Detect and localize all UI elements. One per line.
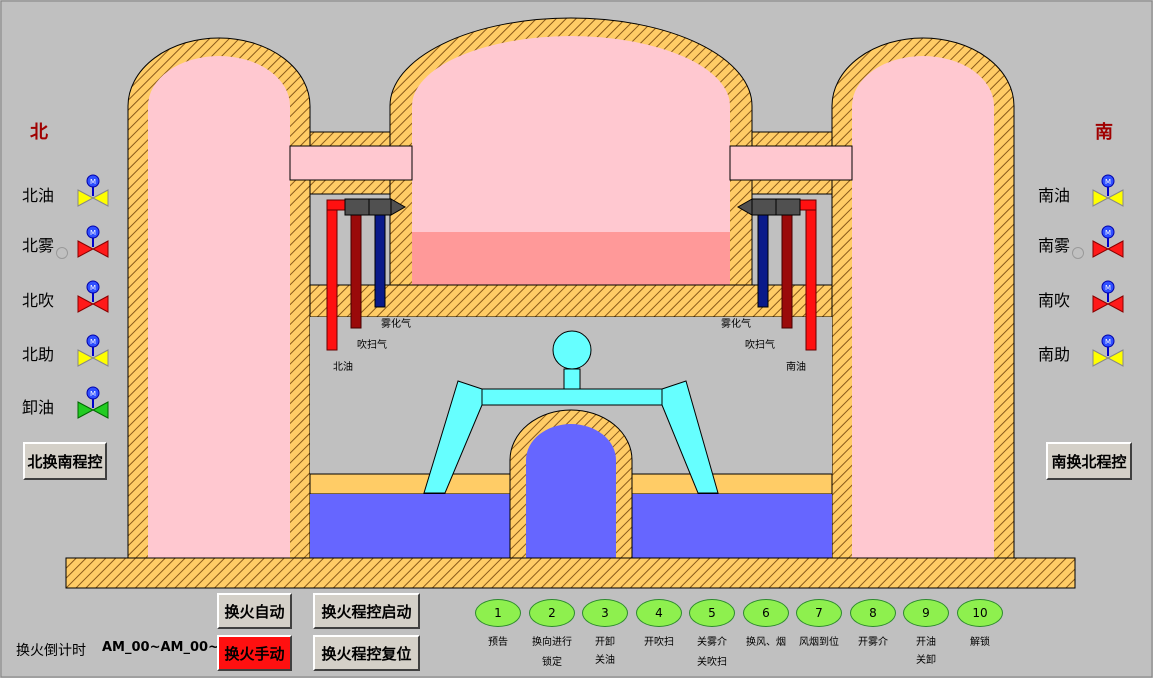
indicator-icon bbox=[1072, 247, 1084, 259]
glass-bath-right bbox=[632, 494, 832, 558]
right-regenerator-chamber bbox=[852, 56, 994, 558]
step-label-3-line2: 关油 bbox=[595, 655, 615, 666]
svg-text:M: M bbox=[1105, 229, 1111, 237]
tank-top bbox=[552, 330, 592, 370]
step-label-2-line2: 锁定 bbox=[542, 657, 562, 668]
manual-mode-button[interactable]: 换火手动 bbox=[217, 635, 292, 671]
svg-text:M: M bbox=[90, 338, 96, 346]
south-aux-valve-icon[interactable]: M bbox=[1091, 334, 1125, 370]
step-label-3: 开卸 bbox=[595, 637, 615, 648]
south-oil-valve-icon[interactable]: M bbox=[1091, 174, 1125, 210]
right-port bbox=[729, 145, 853, 181]
left-atomize-pipe-label: 雾化气 bbox=[381, 319, 411, 330]
svg-text:M: M bbox=[90, 229, 96, 237]
valve-label-north-atomize: 北雾 bbox=[22, 236, 55, 255]
left-purge-pipe-label: 吹扫气 bbox=[357, 340, 387, 351]
valve-label-north-oil: 北油 bbox=[22, 186, 55, 205]
indicator-icon bbox=[56, 247, 68, 259]
south-side-title: 南 bbox=[1095, 122, 1113, 143]
step-indicator-7[interactable]: 7 bbox=[796, 599, 842, 627]
countdown-value: AM_00~AM_00~256 bbox=[102, 640, 247, 655]
right-purge-pipe-label: 吹扫气 bbox=[745, 340, 775, 351]
countdown-label: 换火倒计时 bbox=[16, 643, 86, 659]
step-indicator-5[interactable]: 5 bbox=[689, 599, 735, 627]
left-port bbox=[289, 145, 413, 181]
north-to-south-button[interactable]: 北换南程控 bbox=[23, 442, 107, 480]
step-label-4: 开吹扫 bbox=[644, 637, 674, 648]
melter-chamber bbox=[412, 36, 730, 285]
svg-text:M: M bbox=[90, 284, 96, 292]
svg-text:M: M bbox=[1105, 338, 1111, 346]
step-label-7: 风烟到位 bbox=[799, 637, 839, 648]
step-label-6: 换风、烟 bbox=[746, 637, 786, 648]
program-reset-button[interactable]: 换火程控复位 bbox=[313, 635, 420, 671]
step-indicator-10[interactable]: 10 bbox=[957, 599, 1003, 627]
north-side-title: 北 bbox=[30, 122, 48, 143]
step-indicator-9[interactable]: 9 bbox=[903, 599, 949, 627]
step-label-9: 开油 bbox=[916, 637, 936, 648]
auto-mode-button[interactable]: 换火自动 bbox=[217, 593, 292, 629]
step-label-5-line2: 关吹扫 bbox=[697, 657, 727, 668]
step-label-8: 开雾介 bbox=[858, 637, 888, 648]
south-purge-valve-icon[interactable]: M bbox=[1091, 280, 1125, 316]
left-oil-pipe-label: 北油 bbox=[333, 362, 353, 373]
step-label-9-line2: 关卸 bbox=[916, 655, 936, 666]
step-indicator-3[interactable]: 3 bbox=[582, 599, 628, 627]
north-oil-valve-icon[interactable]: M bbox=[76, 174, 110, 210]
valve-label-south-purge: 南吹 bbox=[1038, 291, 1071, 310]
step-label-10: 解锁 bbox=[970, 637, 990, 648]
valve-label-north-aux: 北助 bbox=[22, 345, 55, 364]
north-atomize-valve-icon[interactable]: M bbox=[76, 225, 110, 261]
svg-text:M: M bbox=[1105, 178, 1111, 186]
step-indicator-4[interactable]: 4 bbox=[636, 599, 682, 627]
right-oil-pipe-label: 南油 bbox=[786, 362, 806, 373]
valve-label-south-atomize: 南雾 bbox=[1038, 236, 1071, 255]
north-purge-valve-icon[interactable]: M bbox=[76, 280, 110, 316]
glass-bath-left bbox=[310, 494, 510, 558]
base-foundation bbox=[65, 557, 1076, 589]
valve-label-south-oil: 南油 bbox=[1038, 186, 1071, 205]
step-indicator-1[interactable]: 1 bbox=[475, 599, 521, 627]
south-atomize-valve-icon[interactable]: M bbox=[1091, 225, 1125, 261]
step-indicator-6[interactable]: 6 bbox=[743, 599, 789, 627]
valve-label-unload-oil: 卸油 bbox=[22, 398, 55, 417]
step-label-1: 预告 bbox=[488, 637, 508, 648]
svg-text:M: M bbox=[90, 178, 96, 186]
south-to-north-button[interactable]: 南换北程控 bbox=[1046, 442, 1132, 480]
valve-label-north-purge: 北吹 bbox=[22, 291, 55, 310]
step-indicator-8[interactable]: 8 bbox=[850, 599, 896, 627]
right-atomize-pipe-label: 雾化气 bbox=[721, 319, 751, 330]
step-label-5: 关雾介 bbox=[697, 637, 727, 648]
program-start-button[interactable]: 换火程控启动 bbox=[313, 593, 420, 629]
left-regenerator-chamber bbox=[148, 56, 290, 558]
svg-text:M: M bbox=[90, 390, 96, 398]
svg-text:M: M bbox=[1105, 284, 1111, 292]
north-aux-valve-icon[interactable]: M bbox=[76, 334, 110, 370]
step-label-2: 换向进行 bbox=[532, 637, 572, 648]
flame-zone bbox=[412, 232, 730, 285]
valve-label-south-aux: 南助 bbox=[1038, 345, 1071, 364]
step-indicator-2[interactable]: 2 bbox=[529, 599, 575, 627]
unload-oil-valve-icon[interactable]: M bbox=[76, 386, 110, 422]
